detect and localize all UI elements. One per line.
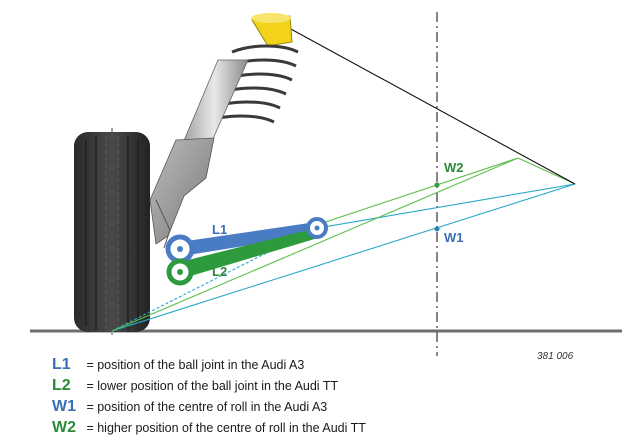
roll-centre-w1-point [434, 226, 440, 232]
inner-pivot-joint [306, 217, 328, 239]
strut-assembly [149, 13, 299, 249]
legend-text-w2: = higher position of the centre of roll … [86, 421, 366, 435]
strut-axis-line [277, 21, 576, 185]
roll-centre-w2-point [434, 182, 440, 188]
ball-joint-l1 [165, 234, 195, 264]
drawing-number: 381 006 [537, 351, 574, 362]
legend: L1 = position of the ball joint in the A… [0, 352, 640, 441]
label-l2: L2 [212, 264, 227, 279]
legend-item-w2: W2 = higher position of the centre of ro… [52, 419, 366, 441]
legend-key-w1: W1 [52, 398, 76, 415]
label-w2: W2 [444, 160, 464, 175]
label-l1: L1 [212, 222, 227, 237]
control-arm-l2 [180, 228, 318, 278]
legend-item-l1: L1 = position of the ball joint in the A… [52, 356, 304, 378]
ball-joint-l2 [166, 258, 194, 286]
legend-item-w1: W1 = position of the centre of roll in t… [52, 398, 327, 420]
label-w1: W1 [444, 230, 464, 245]
legend-text-l1: = position of the ball joint in the Audi… [86, 358, 305, 372]
legend-item-l2: L2 = lower position of the ball joint in… [52, 377, 338, 399]
legend-key-w2: W2 [52, 419, 76, 436]
legend-key-l1: L1 [52, 356, 71, 373]
legend-text-w1: = position of the centre of roll in the … [86, 400, 328, 414]
legend-text-l2: = lower position of the ball joint in th… [86, 379, 339, 393]
control-arm-l1 [180, 222, 318, 256]
legend-key-l2: L2 [52, 377, 71, 394]
